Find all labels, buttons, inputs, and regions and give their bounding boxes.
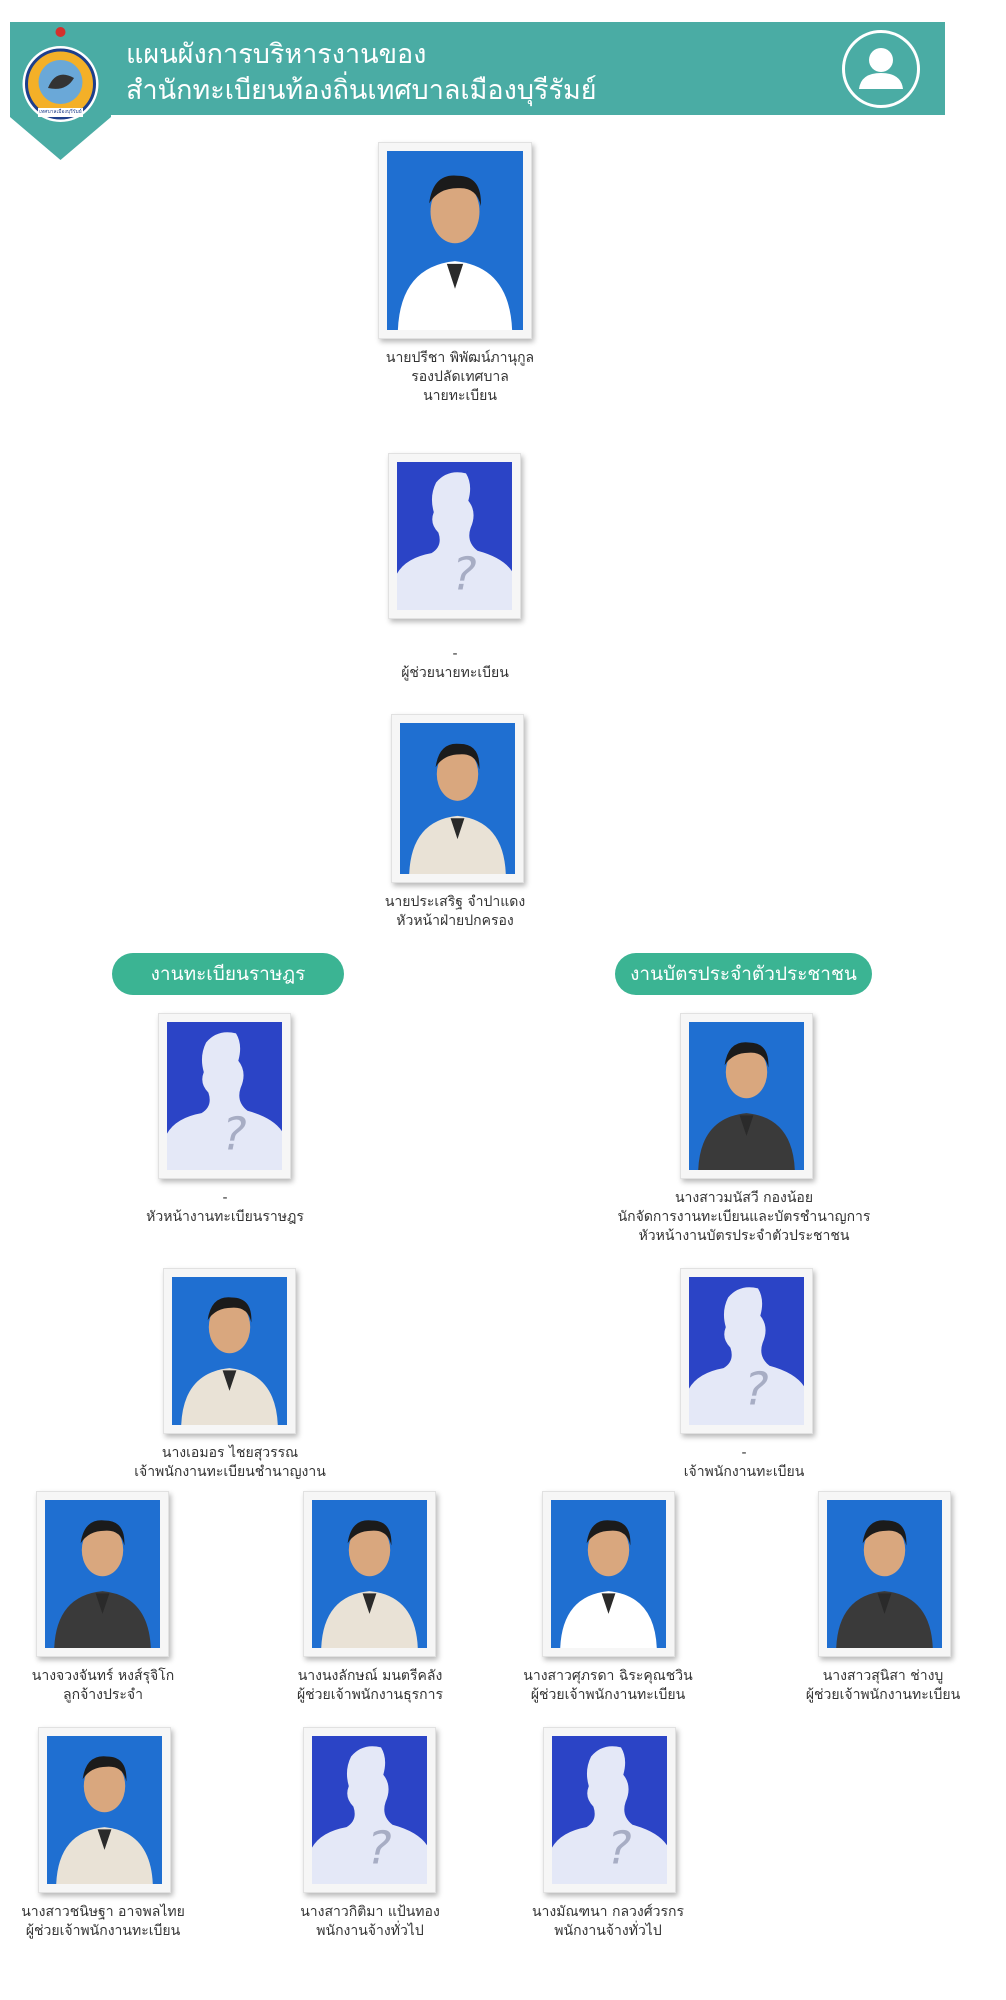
person-caption: นางจวงจันทร์ หงส์รุจิโกลูกจ้างประจำ	[0, 1667, 253, 1705]
person-caption: นางสาวกิติมา แป้นทองพนักงานจ้างทั่วไป	[220, 1903, 520, 1941]
person-photo: ?	[680, 1268, 813, 1434]
person-name: นางสาวกิติมา แป้นทอง	[300, 1904, 440, 1920]
person-caption: นางมัณฑนา กลวงศ์วรกรพนักงานจ้างทั่วไป	[458, 1903, 758, 1941]
person-name: -	[741, 1445, 747, 1461]
person-photo: ?	[303, 1727, 436, 1893]
person-position: หัวหน้างานทะเบียนราษฎร	[146, 1209, 304, 1225]
portrait-image	[827, 1500, 942, 1648]
person-photo	[38, 1727, 171, 1893]
person-photo	[303, 1491, 436, 1657]
portrait-image	[551, 1500, 666, 1648]
person-caption: นางนงลักษณ์ มนตรีคลังผู้ช่วยเจ้าพนักงานธ…	[220, 1667, 520, 1705]
person-name: นางมัณฑนา กลวงศ์วรกร	[531, 1904, 684, 1920]
person-position: พนักงานจ้างทั่วไป	[554, 1923, 662, 1939]
header-bar	[10, 22, 945, 115]
section-id-card[interactable]: งานบัตรประจำตัวประชาชน	[615, 953, 872, 995]
person-position: นักจัดการงานทะเบียนและบัตรชำนาญการ	[617, 1209, 871, 1225]
person-position: ลูกจ้างประจำ	[63, 1687, 143, 1703]
person-position: ผู้ช่วยเจ้าพนักงานธุรการ	[296, 1687, 444, 1703]
svg-text:?: ?	[452, 548, 476, 601]
svg-text:?: ?	[367, 1822, 391, 1875]
portrait-image	[689, 1022, 804, 1170]
person-caption: - เจ้าพนักงานทะเบียน	[594, 1444, 894, 1482]
person-position: ผู้ช่วยเจ้าพนักงานทะเบียน	[530, 1687, 686, 1703]
person-position: นายทะเบียน	[423, 388, 497, 404]
placeholder-avatar-icon: ?	[552, 1736, 667, 1884]
person-photo	[680, 1013, 813, 1179]
person-photo	[36, 1491, 169, 1657]
person-name: -	[222, 1190, 228, 1206]
person-caption: นางสาวชนิษฐา อาจพลไทยผู้ช่วยเจ้าพนักงานท…	[0, 1903, 253, 1941]
person-caption: นายปรีชา พิพัฒน์ภานุกูลรองปลัดเทศบาลนายท…	[310, 349, 610, 406]
portrait-image	[387, 151, 523, 330]
person-position: ผู้ช่วยนายทะเบียน	[401, 665, 509, 681]
person-position: พนักงานจ้างทั่วไป	[316, 1923, 424, 1939]
user-icon	[859, 48, 903, 89]
portrait-image	[45, 1500, 160, 1648]
person-position: ผู้ช่วยเจ้าพนักงานทะเบียน	[805, 1687, 961, 1703]
person-photo	[378, 142, 532, 339]
logo-text: เทศบาลเมืองบุรีรัมย์	[39, 109, 82, 115]
placeholder-avatar-icon: ?	[167, 1022, 282, 1170]
person-name: นางนงลักษณ์ มนตรีคลัง	[297, 1668, 443, 1684]
person-photo: ?	[543, 1727, 676, 1893]
person-photo	[542, 1491, 675, 1657]
section-civil-registration[interactable]: งานทะเบียนราษฎร	[112, 953, 344, 995]
page-title-line1: แผนผังการบริหารงานของ	[126, 39, 427, 70]
svg-text:?: ?	[607, 1822, 631, 1875]
person-name: นายปรีชา พิพัฒน์ภานุกูล	[385, 350, 535, 366]
person-caption: นางสาวมนัสวี กองน้อยนักจัดการงานทะเบียนแ…	[594, 1189, 894, 1246]
person-photo	[391, 714, 524, 883]
svg-text:?: ?	[744, 1363, 768, 1416]
placeholder-avatar-icon: ?	[312, 1736, 427, 1884]
person-caption: นางสาวสุนิสา ช่างบูผู้ช่วยเจ้าพนักงานทะเ…	[733, 1667, 1006, 1705]
placeholder-avatar-icon: ?	[689, 1277, 804, 1425]
person-position: หัวหน้าฝ่ายปกครอง	[396, 913, 514, 929]
placeholder-avatar-icon: ?	[397, 462, 512, 610]
person-position: รองปลัดเทศบาล	[411, 369, 509, 385]
person-photo: ?	[158, 1013, 291, 1179]
person-name: นางสาวสุนิสา ช่างบู	[822, 1668, 944, 1684]
portrait-image	[312, 1500, 427, 1648]
person-caption: - ผู้ช่วยนายทะเบียน	[305, 645, 605, 683]
user-button[interactable]	[842, 30, 920, 108]
person-position: ผู้ช่วยเจ้าพนักงานทะเบียน	[25, 1923, 181, 1939]
person-caption: - หัวหน้างานทะเบียนราษฎร	[75, 1189, 375, 1227]
logo-ribbon	[10, 22, 111, 160]
person-position: หัวหน้างานบัตรประจำตัวประชาชน	[638, 1228, 850, 1244]
person-caption: นางเอมอร ไชยสุวรรณเจ้าพนักงานทะเบียนชำนา…	[80, 1444, 380, 1482]
person-name: นางสาวชนิษฐา อาจพลไทย	[21, 1904, 185, 1920]
person-position: เจ้าพนักงานทะเบียน	[683, 1464, 805, 1480]
person-position: เจ้าพนักงานทะเบียนชำนาญงาน	[134, 1464, 326, 1480]
person-caption: นางสาวศุภรดา ฉิระคุณชวินผู้ช่วยเจ้าพนักง…	[458, 1667, 758, 1705]
person-photo: ?	[388, 453, 521, 619]
person-caption: นายประเสริฐ จำปาแดงหัวหน้าฝ่ายปกครอง	[305, 893, 605, 931]
person-name: นางสาวมนัสวี กองน้อย	[674, 1190, 814, 1206]
person-name: นางเอมอร ไชยสุวรรณ	[161, 1445, 299, 1461]
page-title-line2: สำนักทะเบียนท้องถิ่นเทศบาลเมืองบุรีรัมย์	[126, 75, 597, 106]
person-name: นางจวงจันทร์ หงส์รุจิโก	[31, 1668, 175, 1684]
portrait-image	[400, 723, 515, 874]
person-name: นายประเสริฐ จำปาแดง	[384, 894, 526, 910]
person-name: -	[452, 646, 458, 662]
svg-text:?: ?	[222, 1108, 246, 1161]
portrait-image	[172, 1277, 287, 1425]
person-photo	[163, 1268, 296, 1434]
portrait-image	[47, 1736, 162, 1884]
person-name: นางสาวศุภรดา ฉิระคุณชวิน	[523, 1668, 693, 1684]
person-photo	[818, 1491, 951, 1657]
